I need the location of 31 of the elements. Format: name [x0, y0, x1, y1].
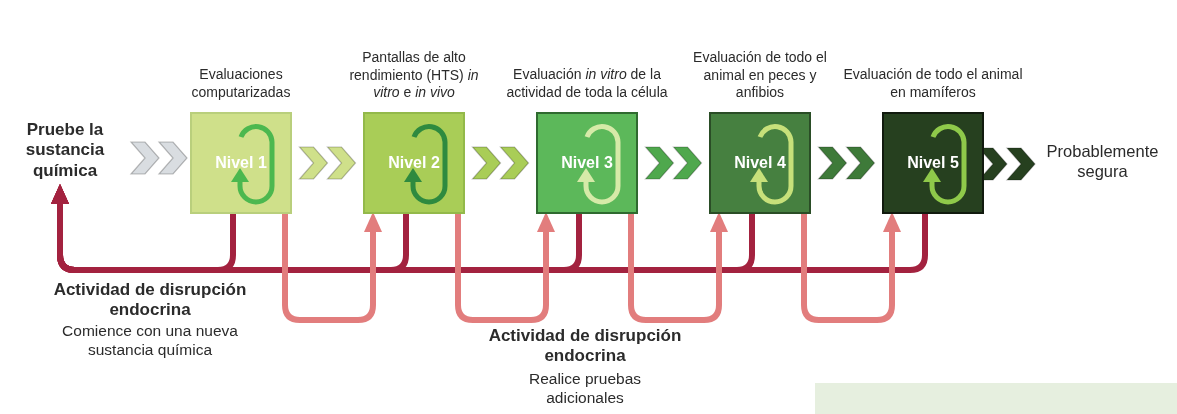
loop-arrow: [455, 212, 555, 323]
level-description: Evaluación de todo el animal en mamíferos: [842, 66, 1024, 101]
level-description: Pantallas de alto rendimiento (HTS) in vitro e in vivo: [348, 48, 480, 101]
level-description: Evaluaciones computarizadas: [190, 66, 292, 101]
caption-heading: Actividad de disrupción endocrina: [487, 326, 683, 367]
loop-arrow: [801, 212, 901, 323]
caption-text: Realice pruebas adicionales: [528, 370, 642, 408]
chevron-arrow: [817, 146, 876, 180]
level-description: Evaluación in vitro de la actividad de toda la célula: [505, 66, 669, 101]
level-label: Nivel 3: [561, 154, 613, 172]
level-label: Nivel 4: [734, 154, 786, 172]
level-box: [709, 112, 811, 214]
level-label: Nivel 2: [388, 154, 440, 172]
level-box: [536, 112, 638, 214]
level-label: Nivel 1: [215, 154, 267, 172]
chevron-arrow: [129, 141, 188, 175]
chevron-arrow: [298, 146, 357, 180]
end-label: Probablemente segura: [1030, 142, 1175, 182]
chevron-arrow: [644, 146, 703, 180]
return-arrow: [51, 184, 928, 273]
caption-heading: Actividad de disrupción endocrina: [52, 280, 248, 321]
loop-arrow: [282, 212, 382, 323]
level-box: [882, 112, 984, 214]
chevron-arrow: [471, 146, 530, 180]
level-box: [363, 112, 465, 214]
level-box: [190, 112, 292, 214]
start-label: Pruebe la sustancia química: [2, 120, 128, 182]
level-description: Evaluación de todo el animal en peces y anfibios: [692, 48, 828, 101]
level-label: Nivel 5: [907, 154, 959, 172]
caption-text: Comience con una nueva sustancia química: [61, 322, 239, 360]
loop-arrow: [628, 212, 728, 323]
